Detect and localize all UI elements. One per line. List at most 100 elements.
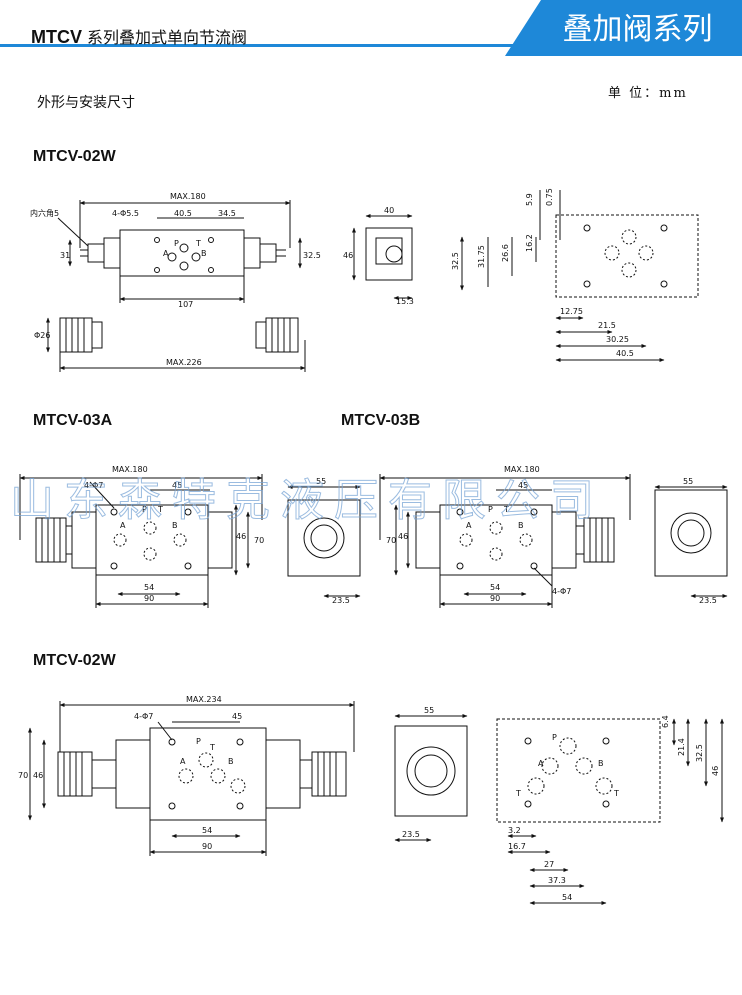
dim-p-0-75: 0.75 xyxy=(545,188,554,206)
dim-03a-side-55: 55 xyxy=(316,477,326,486)
mtcv-02w-bottom-front-view xyxy=(28,701,355,856)
dim-03b-max180: MAX.180 xyxy=(504,465,540,474)
mtcv-02w-bottom-side-view xyxy=(394,714,468,842)
dim-03b-54: 54 xyxy=(490,583,500,592)
dim-31: 31 xyxy=(60,251,70,260)
dim-107: 107 xyxy=(178,300,193,309)
port-03b-a: A xyxy=(466,521,472,530)
dim-03a-45: 45 xyxy=(172,481,182,490)
document-model: MTCV xyxy=(31,27,82,47)
dim-holes: 4-Φ5.5 xyxy=(112,209,139,218)
series-title: 叠加阀系列 xyxy=(562,12,713,47)
port-02w2-p: P xyxy=(196,737,201,746)
model-heading-3: MTCV-03B xyxy=(341,412,421,429)
dim-max226: MAX.226 xyxy=(166,358,202,367)
model-heading-2: MTCV-03A xyxy=(33,412,113,429)
port-02w2p-t1: T xyxy=(515,789,521,798)
mtcv-03b-front-view xyxy=(379,474,631,608)
dim-02w2-p-46: 46 xyxy=(711,766,720,776)
port-02w2p-a: A xyxy=(538,759,544,768)
dim-02w2-side-23-5: 23.5 xyxy=(402,830,420,839)
dim-02w2-45: 45 xyxy=(232,712,242,721)
dim-p-31-75: 31.75 xyxy=(477,245,486,268)
dim-02w2-p-37-3: 37.3 xyxy=(548,876,566,885)
mtcv-02w-knobs xyxy=(46,317,306,372)
dim-02w2-p-21-4: 21.4 xyxy=(677,738,686,756)
dim-02w2-max234: MAX.234 xyxy=(186,695,222,704)
dim-02w2-p-32-5: 32.5 xyxy=(695,744,704,762)
mtcv-02w-front-view xyxy=(57,200,302,303)
port-03b-b: B xyxy=(518,521,524,530)
port-label-a: A xyxy=(163,249,169,258)
dim-40-5: 40.5 xyxy=(174,209,192,218)
dim-03b-45: 45 xyxy=(518,481,528,490)
port-03a-a: A xyxy=(120,521,126,530)
page-header: 叠加阀系列 MTCV 系列叠加式单向节流阀 xyxy=(0,0,742,60)
port-03a-t: T xyxy=(157,505,163,514)
dim-03a-46: 46 xyxy=(236,532,246,541)
section-label: 外形与安装尺寸 xyxy=(37,95,135,111)
dim-02w2-holes: 4-Φ7 xyxy=(134,712,153,721)
port-02w2-a: A xyxy=(180,757,186,766)
header-rule xyxy=(0,44,742,47)
port-02w2p-p: P xyxy=(552,733,557,742)
valve-body xyxy=(149,727,267,821)
dim-32-5: 32.5 xyxy=(303,251,321,260)
mtcv-03b-side-view xyxy=(654,485,728,598)
dim-02w2-p-27: 27 xyxy=(544,860,554,869)
dim-p-16-2: 16.2 xyxy=(525,234,534,252)
dim-02w2-p-6-4: 6.4 xyxy=(661,715,670,728)
dim-02w2-46: 46 xyxy=(33,771,43,780)
dim-p-30-25: 30.25 xyxy=(606,335,629,344)
dim-03b-holes: 4-Φ7 xyxy=(552,587,571,596)
mtcv-02w-pattern-view xyxy=(460,190,699,362)
port-label-b: B xyxy=(201,249,207,258)
dim-02w2-90: 90 xyxy=(202,842,212,851)
mtcv-03a-front-view xyxy=(19,474,263,608)
unit-label: 单 位：mm xyxy=(608,86,688,101)
mtcv-02w-bottom-pattern-view xyxy=(496,718,724,905)
dim-d26: Φ26 xyxy=(34,331,50,340)
dim-02w2-p-16-7: 16.7 xyxy=(508,842,526,851)
port-label-t: T xyxy=(195,239,201,248)
mtcv-02w-side-view xyxy=(352,214,413,300)
port-02w2-b: B xyxy=(228,757,234,766)
document-description: 系列叠加式单向节流阀 xyxy=(87,28,248,47)
dim-03b-side-23-5: 23.5 xyxy=(699,596,717,605)
dim-03a-holes: 4-Φ7 xyxy=(84,481,103,490)
dim-side-40: 40 xyxy=(384,206,394,215)
dim-p-26-6: 26.6 xyxy=(501,244,510,262)
dim-03b-70: 70 xyxy=(386,536,396,545)
port-03a-b: B xyxy=(172,521,178,530)
dim-03a-70: 70 xyxy=(254,536,264,545)
dim-02w2-54: 54 xyxy=(202,826,212,835)
dim-03b-90: 90 xyxy=(490,594,500,603)
dim-03a-side-23-5: 23.5 xyxy=(332,596,350,605)
dim-03a-90: 90 xyxy=(144,594,154,603)
port-03b-p: P xyxy=(488,505,493,514)
header-tab xyxy=(505,0,742,56)
port-03a-p: P xyxy=(142,505,147,514)
dim-hex: 内六角5 xyxy=(30,208,59,218)
port-02w2p-t2: T xyxy=(613,789,619,798)
dim-p-12-75: 12.75 xyxy=(560,307,583,316)
document-title: MTCV 系列叠加式单向节流阀 xyxy=(31,26,247,49)
dim-03b-side-55: 55 xyxy=(683,477,693,486)
dim-03a-max180: MAX.180 xyxy=(112,465,148,474)
model-heading-1: MTCV-02W xyxy=(33,148,116,165)
dim-side-15-3: 15.3 xyxy=(396,297,414,306)
dim-p-40-5: 40.5 xyxy=(616,349,634,358)
mtcv-03a-side-view xyxy=(287,485,361,598)
dim-03a-54: 54 xyxy=(144,583,154,592)
dim-max180: MAX.180 xyxy=(170,192,206,201)
dim-p-21-5: 21.5 xyxy=(598,321,616,330)
dim-02w2-p-54: 54 xyxy=(562,893,572,902)
dim-03b-46: 46 xyxy=(398,532,408,541)
dim-p-32-5: 32.5 xyxy=(451,252,460,270)
dim-side-46: 46 xyxy=(343,251,353,260)
dim-34-5: 34.5 xyxy=(218,209,236,218)
port-label-p: P xyxy=(174,239,179,248)
dim-p-5-9: 5.9 xyxy=(525,193,534,206)
port-02w2p-b: B xyxy=(598,759,604,768)
